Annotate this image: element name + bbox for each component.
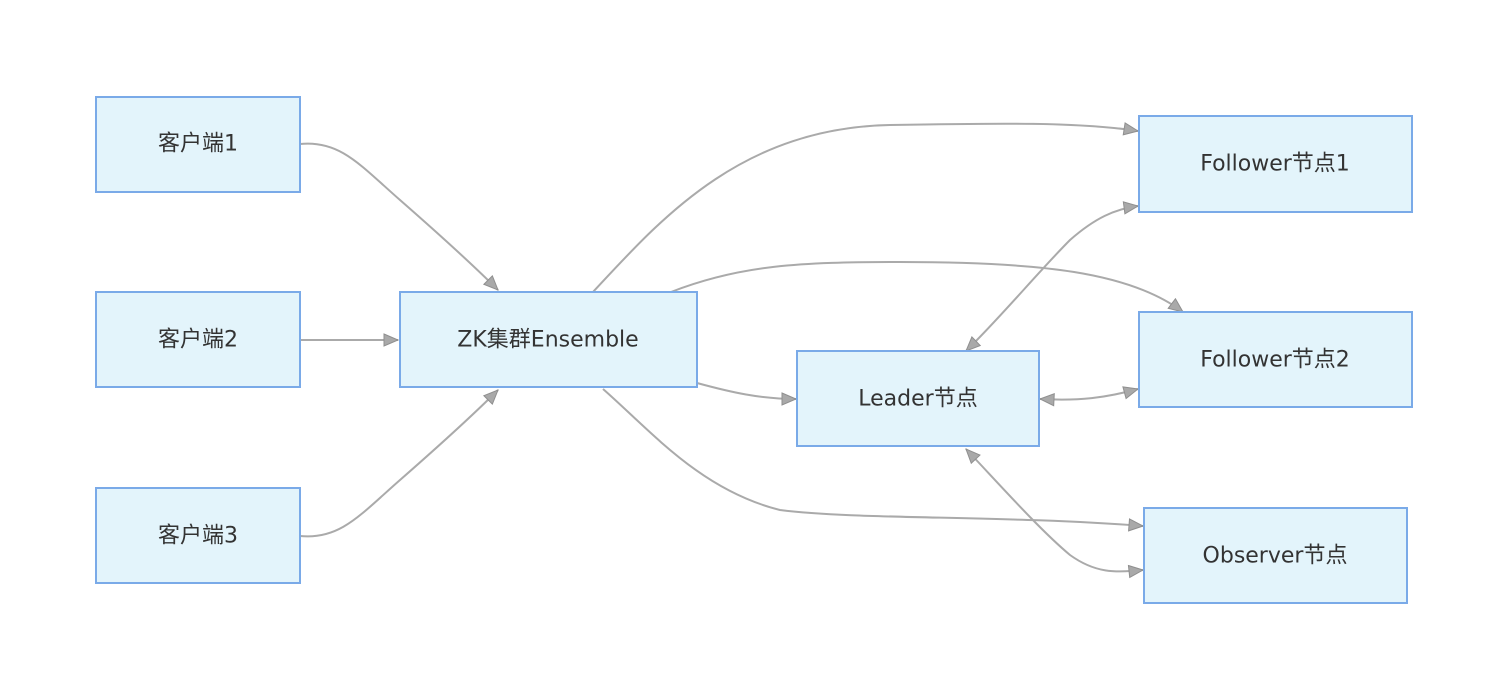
- node-label: 客户端2: [158, 328, 238, 353]
- node-leader[interactable]: Leader节点: [796, 350, 1040, 447]
- node-label: ZK集群Ensemble: [457, 328, 638, 353]
- node-zk-ensemble[interactable]: ZK集群Ensemble: [399, 291, 698, 388]
- node-follower-2[interactable]: Follower节点2: [1138, 311, 1413, 408]
- node-client-3[interactable]: 客户端3: [95, 487, 301, 584]
- node-label: 客户端3: [158, 524, 238, 549]
- edge-leader-follower2: [1040, 389, 1138, 400]
- edge-ensemble-to-follower1: [592, 124, 1138, 293]
- edge-client1-to-ensemble: [299, 142, 498, 290]
- edge-leader-observer: [966, 449, 1143, 571]
- edge-ensemble-to-follower2: [670, 260, 1183, 313]
- edges: [299, 124, 1183, 572]
- edge-client3-to-ensemble: [299, 390, 498, 538]
- node-label: Follower节点2: [1200, 348, 1350, 373]
- node-label: 客户端1: [158, 132, 238, 157]
- edge-leader-follower1: [966, 206, 1138, 351]
- node-label: Observer节点: [1203, 544, 1348, 569]
- node-observer[interactable]: Observer节点: [1143, 507, 1408, 604]
- node-client-1[interactable]: 客户端1: [95, 96, 301, 193]
- edge-ensemble-to-leader: [696, 382, 796, 399]
- node-label: Follower节点1: [1200, 152, 1350, 177]
- node-client-2[interactable]: 客户端2: [95, 291, 301, 388]
- node-follower-1[interactable]: Follower节点1: [1138, 115, 1413, 213]
- node-label: Leader节点: [858, 387, 977, 412]
